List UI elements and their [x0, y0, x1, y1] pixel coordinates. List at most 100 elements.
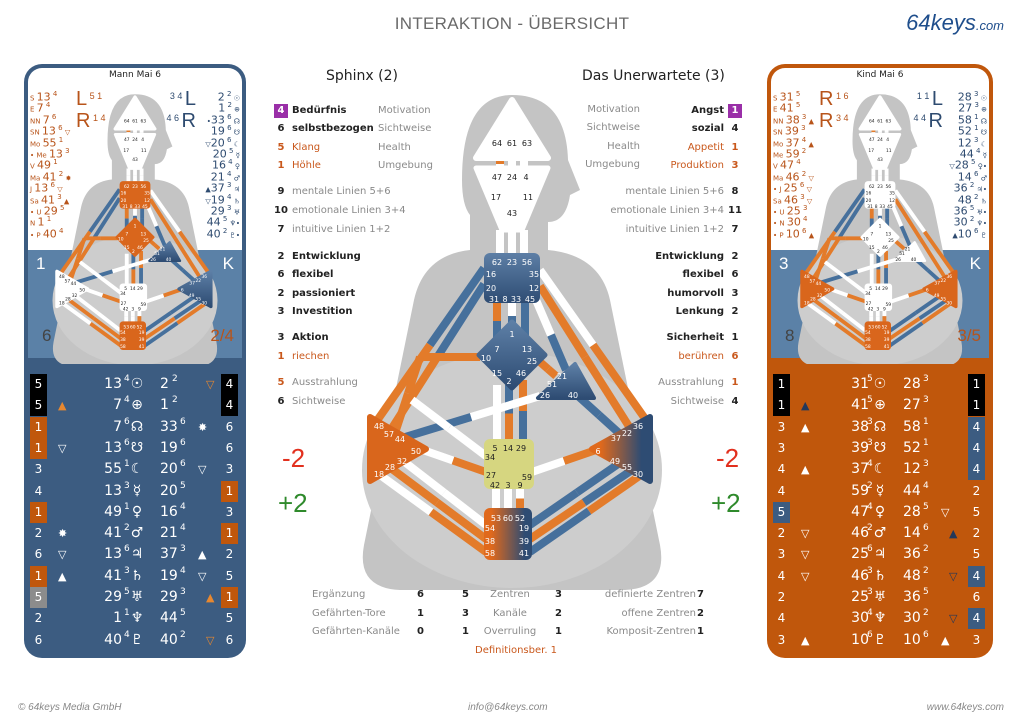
center-g[interactable]: [860, 217, 900, 257]
center-ajna[interactable]: [473, 165, 551, 233]
center-root[interactable]: [119, 321, 146, 350]
center-root[interactable]: [484, 508, 532, 560]
gate-label: 64: [124, 118, 130, 124]
center-spleen[interactable]: [800, 269, 835, 309]
row-category: Umgebung: [378, 160, 433, 171]
planet-mark: ✸: [63, 174, 72, 183]
center-solar-plexus[interactable]: [589, 414, 653, 484]
planet-symbol: ☉: [873, 376, 887, 392]
center-sacral[interactable]: [484, 439, 534, 489]
marker-right: ▽: [206, 633, 215, 647]
center-ajna[interactable]: [113, 133, 157, 170]
center-head[interactable]: [858, 95, 902, 131]
center-spleen[interactable]: [367, 414, 429, 484]
planet-gate: 27: [958, 102, 973, 116]
planet-gate: 44: [206, 216, 221, 230]
gate-value-left: 3: [777, 440, 786, 455]
planet-row-right: 36 2 ♃•: [954, 180, 987, 196]
planet-symbol: ♀: [874, 503, 886, 520]
design-gate: 33: [160, 418, 178, 435]
row-text: berühren: [678, 351, 724, 362]
gate-label: 55: [195, 297, 201, 303]
center-solar-plexus[interactable]: [922, 269, 958, 309]
row-number: 4: [274, 104, 288, 118]
planet-symbol: ☾: [130, 461, 144, 478]
gate-label: 58: [865, 344, 871, 350]
right-section-title: Das Unerwartete (3): [582, 68, 725, 84]
center-g[interactable]: [115, 217, 155, 257]
gate-label: 5: [124, 286, 127, 292]
center-solar-plexus[interactable]: [177, 269, 213, 309]
marker-left: ▽: [801, 569, 810, 583]
center-head[interactable]: [473, 97, 551, 161]
footer-website[interactable]: www.64keys.com: [926, 702, 1004, 713]
gate-label: 24: [507, 173, 517, 182]
channel-half: [145, 293, 165, 304]
center-throat[interactable]: [484, 253, 540, 303]
left-section-title: Sphinx (2): [326, 68, 398, 84]
center-g[interactable]: [476, 319, 548, 391]
row-category: Health: [378, 142, 411, 153]
center-heart[interactable]: [536, 362, 596, 400]
center-sacral[interactable]: [864, 283, 893, 311]
planet-line: 4: [794, 158, 801, 167]
planet-row-left: Sa 46 3 ▽: [773, 192, 812, 208]
design-line: 6: [180, 437, 186, 448]
gate-label: 18: [59, 300, 65, 306]
center-root[interactable]: [864, 321, 891, 350]
center-throat[interactable]: [119, 181, 151, 209]
row-text: humorvoll: [667, 288, 724, 299]
center-throat[interactable]: [864, 181, 896, 209]
center-ajna[interactable]: [858, 133, 902, 170]
channel-half: [451, 456, 488, 476]
personality-gate: 31: [851, 376, 869, 392]
center-sacral[interactable]: [119, 283, 148, 311]
gate-label: 19: [139, 330, 145, 336]
logo[interactable]: 64keys.com: [906, 10, 1004, 36]
planet-gate: 1: [218, 102, 226, 116]
variable-value: 1 1: [916, 91, 932, 101]
gate-label: 32: [817, 293, 823, 299]
planet-mark: •: [206, 117, 211, 126]
center-heart[interactable]: [148, 241, 182, 263]
gate-label: 38: [485, 537, 495, 546]
footer-email[interactable]: info@64keys.com: [468, 702, 548, 713]
gate-value-right: 4: [968, 459, 985, 481]
center-head[interactable]: [113, 95, 157, 131]
row-text: riechen: [292, 351, 330, 362]
center-heart[interactable]: [893, 241, 927, 263]
marker-left: ✸: [58, 527, 68, 541]
center-spleen[interactable]: [55, 269, 90, 309]
design-gate: 20: [160, 461, 178, 478]
gate-value-right: 5: [972, 547, 981, 562]
planet-gate: 48: [957, 193, 972, 207]
